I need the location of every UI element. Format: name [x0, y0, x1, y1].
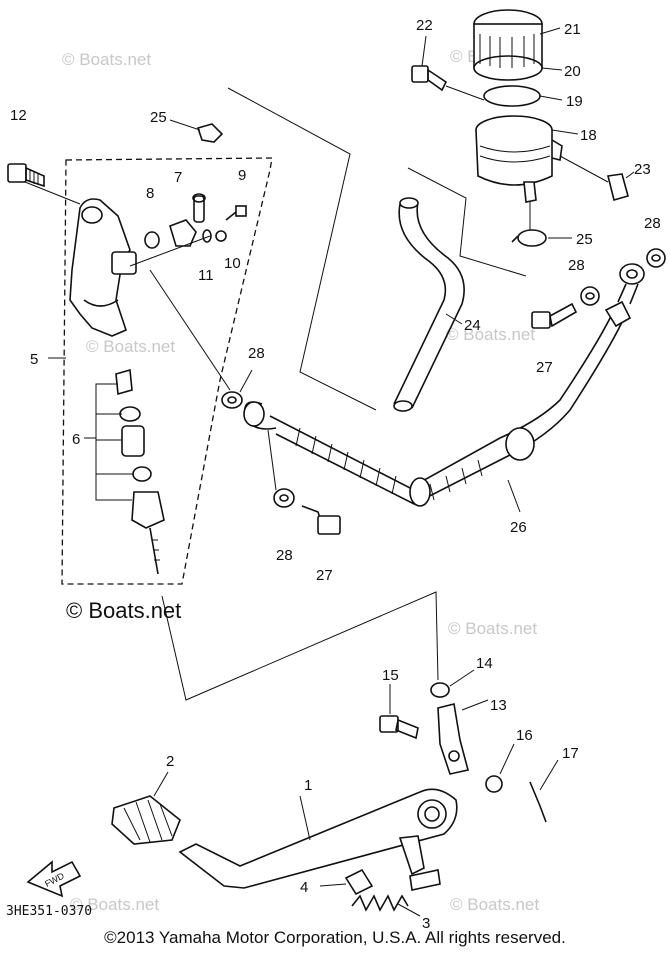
- washer-28: [221, 391, 243, 409]
- callout: 27: [536, 359, 553, 376]
- washer-28: [646, 248, 666, 268]
- boats-caption: © Boats.net: [66, 598, 182, 623]
- forward-arrow-icon: FWD: [26, 860, 82, 898]
- callout: 6: [72, 431, 80, 448]
- callout: 8: [146, 185, 154, 202]
- clevis-13: [437, 703, 469, 775]
- callout: 9: [238, 167, 246, 184]
- watermark: © Boats.net: [70, 895, 159, 914]
- watermark: © Boats.net: [448, 619, 537, 638]
- callout: 25: [150, 109, 167, 126]
- union-bolt-27: [531, 302, 578, 329]
- callout: 12: [10, 107, 27, 124]
- cotter-pin-17: [529, 781, 547, 823]
- watermarks: © Boats.net © Boats.net © Boats.net © Bo…: [62, 47, 539, 914]
- callout: 24: [464, 317, 481, 334]
- copyright-notice: ©2013 Yamaha Motor Corporation, U.S.A. A…: [104, 928, 566, 947]
- callout: 28: [248, 345, 265, 362]
- callout: 1: [304, 777, 312, 794]
- piston-kit-6: [115, 368, 165, 575]
- bolt-9: [225, 205, 247, 221]
- connector-outline: [407, 167, 527, 277]
- callout: 17: [562, 745, 579, 762]
- brake-hose-26: [243, 263, 645, 507]
- callout: 19: [566, 93, 583, 110]
- brake-pedal-1: [178, 788, 458, 891]
- callout: 25: [576, 231, 593, 248]
- washer-16: [485, 775, 503, 793]
- bracket-23: [607, 173, 629, 201]
- union-bolt-27: [301, 505, 341, 535]
- watermark: © Boats.net: [450, 895, 539, 914]
- parts-diagram: © Boats.net © Boats.net © Boats.net © Bo…: [7, 9, 666, 932]
- callout: 28: [276, 547, 293, 564]
- connector-outline: [161, 591, 439, 701]
- callout: 15: [382, 667, 399, 684]
- bolt-15: [379, 715, 419, 740]
- callout: 16: [516, 727, 533, 744]
- callout: 18: [580, 127, 597, 144]
- callout: 4: [300, 879, 308, 896]
- callout: 22: [416, 17, 433, 34]
- bolt-22: [411, 65, 448, 92]
- callout: 28: [568, 257, 585, 274]
- connector-outline: [149, 269, 231, 391]
- callout: 23: [634, 161, 651, 178]
- callout: 11: [198, 267, 214, 284]
- watermark: © Boats.net: [62, 50, 151, 69]
- master-cylinder-assembly-outline: [61, 157, 273, 585]
- connector-outline: [227, 87, 377, 411]
- sleeve-4: [344, 868, 374, 896]
- callout: 14: [476, 655, 493, 672]
- callout: 3: [422, 915, 430, 932]
- master-cylinder-body: [19, 179, 137, 337]
- clamp-25-right: [511, 229, 547, 247]
- callout: 21: [564, 21, 581, 38]
- callout: 7: [174, 169, 182, 186]
- reservoir-assembly: [473, 9, 563, 203]
- bolt-12: [7, 163, 45, 188]
- spring-3: [351, 894, 409, 912]
- watermark: © Boats.net: [86, 337, 175, 356]
- bracket-6: [95, 383, 132, 501]
- callout: 5: [30, 351, 38, 368]
- washer-28: [273, 488, 295, 508]
- diagram-code: 3HE351-0370: [6, 904, 93, 919]
- clamp-25-top: [196, 123, 224, 143]
- nut-14: [430, 682, 450, 698]
- clip-8: [144, 231, 160, 249]
- callout: 2: [166, 753, 174, 770]
- joint-7: [169, 193, 206, 247]
- pin-11: [202, 229, 212, 243]
- callout: 20: [564, 63, 581, 80]
- callout: 26: [510, 519, 527, 536]
- callout: 27: [316, 567, 333, 584]
- callout-labels: 1 2 3 4 5 6 7 8 9 10 11 12 13 14 15 16 1…: [10, 17, 661, 932]
- callout: 13: [490, 697, 507, 714]
- pedal-rubber-2: [111, 795, 181, 845]
- washer-10: [215, 230, 227, 242]
- callout: 10: [224, 255, 241, 272]
- callout: 28: [644, 215, 661, 232]
- watermark: © Boats.net: [446, 325, 535, 344]
- washer-28: [580, 286, 600, 306]
- reservoir-hose-24: [393, 197, 465, 412]
